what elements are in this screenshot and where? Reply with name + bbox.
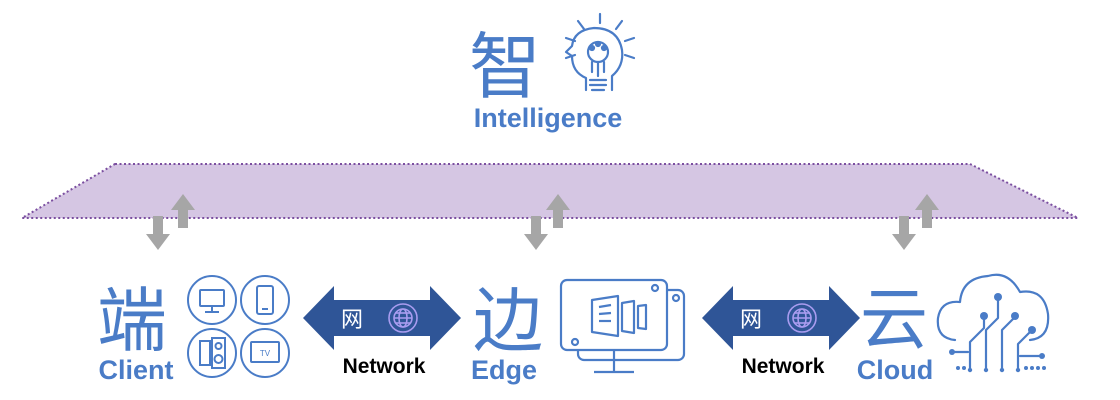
cloud-en-label: Cloud xyxy=(857,355,933,385)
lightbulb-head-icon xyxy=(564,12,636,92)
client-devices-icon xyxy=(187,275,290,378)
intelligence-zh-label: 智 xyxy=(469,25,541,109)
edge-zh-label: 边 xyxy=(473,280,543,362)
cloud-zh-label: 云 xyxy=(860,281,928,360)
monitor-icon xyxy=(199,289,225,313)
tv-icon xyxy=(250,341,280,363)
cloud-link-arrows xyxy=(892,194,939,250)
intelligence-layer-band xyxy=(18,163,1079,219)
network-double-arrow-right xyxy=(702,286,860,350)
edge-en-label: Edge xyxy=(471,355,537,385)
edge-link-arrows xyxy=(524,194,570,250)
client-zh-label: 端 xyxy=(97,280,167,362)
network-left-zh-label: 网 xyxy=(341,308,363,333)
network-left-en-label: Network xyxy=(343,355,426,378)
network-double-arrow-left xyxy=(303,286,461,350)
network-right-zh-label: 网 xyxy=(740,308,762,333)
client-tv-label: TV xyxy=(260,349,271,358)
cloud-circuit-icon xyxy=(936,273,1050,370)
phone-icon xyxy=(256,285,274,315)
globe-icon-right xyxy=(787,303,817,333)
intelligence-en-label: Intelligence xyxy=(474,103,623,133)
speaker-icon xyxy=(199,337,226,369)
edge-server-icon xyxy=(559,278,686,374)
client-en-label: Client xyxy=(98,355,173,385)
client-link-arrows xyxy=(146,194,195,250)
circuit-nodes xyxy=(949,293,1046,373)
globe-icon-left xyxy=(388,303,418,333)
network-right-en-label: Network xyxy=(742,355,825,378)
